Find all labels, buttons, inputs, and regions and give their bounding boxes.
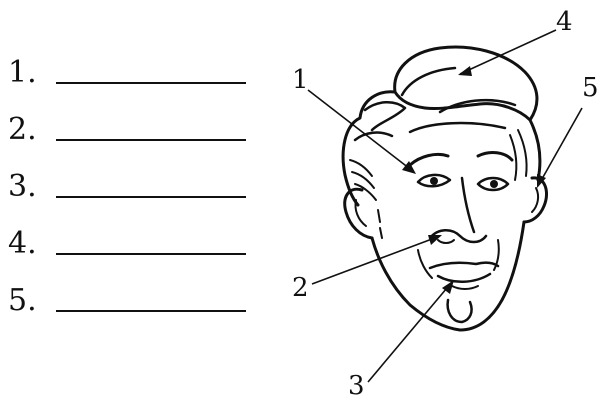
arrowhead-2 xyxy=(428,235,442,245)
ear-left xyxy=(345,189,372,238)
hair-wave xyxy=(402,68,455,95)
callout-label-4: 4 xyxy=(556,7,573,37)
callout-label-5: 5 xyxy=(582,73,599,103)
hair-left-wave xyxy=(365,102,405,130)
face-outline xyxy=(372,222,524,330)
leader-line-3 xyxy=(368,282,452,382)
callout-label-3: 3 xyxy=(348,371,365,398)
leader-line-1 xyxy=(308,90,414,172)
hair-right xyxy=(530,120,540,180)
sideburn xyxy=(378,210,382,238)
hair-left-strands xyxy=(350,160,376,200)
ear-right-inner xyxy=(532,188,538,212)
leader-lines xyxy=(308,30,582,382)
mouth-lower xyxy=(438,274,490,282)
nostril xyxy=(438,240,454,243)
mouth-upper xyxy=(430,263,498,268)
leader-line-5 xyxy=(538,108,582,186)
callout-label-2: 2 xyxy=(292,273,309,303)
cheek-line xyxy=(418,250,432,278)
hair-right-strands xyxy=(510,130,527,180)
pupil-right xyxy=(490,180,498,188)
callout-label-1: 1 xyxy=(292,65,309,95)
ear-right xyxy=(524,178,547,222)
hair-left xyxy=(343,92,395,205)
eyebrow-left xyxy=(410,154,448,165)
arrowhead-4 xyxy=(458,66,472,76)
nose-bridge xyxy=(462,178,474,232)
hair-crest xyxy=(395,47,537,120)
pupil-left xyxy=(430,177,438,185)
eyebrow-right xyxy=(478,153,512,160)
leader-line-4 xyxy=(460,30,556,74)
forehead xyxy=(410,123,505,132)
lower-lip-shadow xyxy=(452,286,478,289)
hair-left-wave xyxy=(355,133,392,140)
chin xyxy=(448,300,472,322)
